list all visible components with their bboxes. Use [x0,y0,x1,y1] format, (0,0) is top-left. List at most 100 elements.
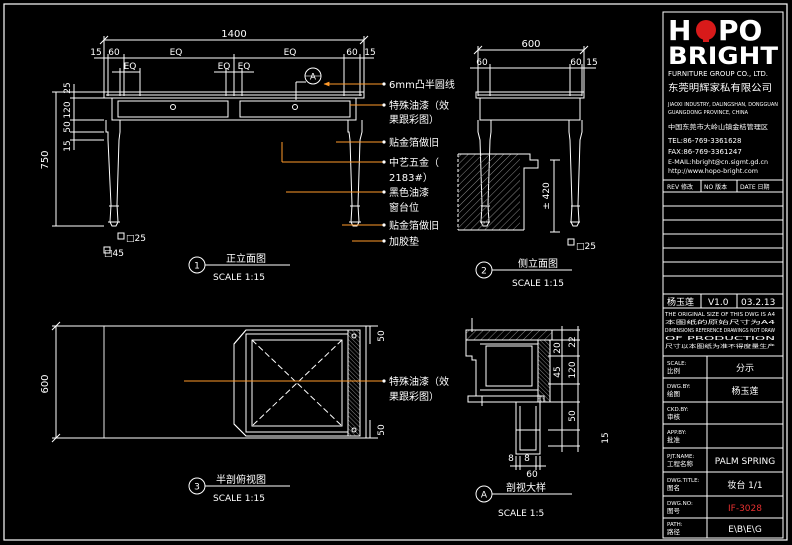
plan-view-title: 半剖俯视图 [216,473,266,486]
notice-line: 本图纸的原始尺寸为A4 [665,319,775,326]
detail-dim-22: 22 [568,336,578,347]
sign-name: 杨玉莲 [667,296,694,308]
callout-gold-leaf-1: 贴金箔做旧 [389,136,439,149]
front-top-dimensions [94,35,374,96]
address-en-2: GUANGDONG PROVINCE, CHINA [668,110,748,116]
detail-dim-45: 45 [553,366,563,377]
website: http://www.hopo-bright.com [668,168,758,175]
dim-25: 25 [63,82,73,93]
dim-left-b: 60 [108,48,120,58]
sheet-border [3,3,788,541]
field-value: 分示 [736,363,754,374]
plan-callout-paint-2: 果跟彩图） [389,391,439,403]
field-value: 杨玉莲 [731,385,758,397]
dim-eq-small-c: EQ [238,62,251,72]
section-detail-text: 22 20 120 45 50 15 8 8 60 A 剖视大样 SCALE 1… [481,336,611,519]
rev-header-no: NO 版本 [704,183,727,191]
side-dim-left: 60 [476,58,488,68]
field-label-cn: 比例 [667,366,680,375]
company-name-cn: 东莞明辉家私有限公司 [668,82,772,94]
detail-dim-50: 50 [568,410,578,422]
section-letter-a: A [310,73,317,83]
callout-half-round-line: 6mm凸半圆线 [389,78,455,91]
dim-120: 120 [63,101,73,118]
callout-window-position: 窗台位 [389,201,419,214]
logo-letter-h: H [668,14,691,47]
plan-dim-bottom: 50 [377,424,387,436]
field-label-cn: 审核 [667,412,681,421]
detail-dim-120: 120 [568,361,578,378]
plan-view-text: 600 50 50 特殊油漆（效 果跟彩图） 3 半剖俯视图 SCALE 1:1… [40,330,449,504]
section-detail [465,318,580,503]
field-label-en: DWG.BY: [667,384,691,390]
side-view [457,45,596,279]
side-view-scale: SCALE 1:15 [512,279,564,289]
section-cut-marker [295,67,322,100]
front-leader-lines [281,81,384,242]
dim-left-a: 15 [90,48,101,58]
field-label-en: CKD.BY: [667,407,689,413]
plan-section-half [233,329,361,437]
field-value: IF-3028 [728,504,762,514]
field-label-cn: 绘图 [667,389,680,398]
title-fields: SCALE:比例 分示 DWG.BY:绘图 杨玉莲 CKD.BY:审核 APP.BY:批准… [667,361,775,536]
front-left-dimensions [52,84,104,227]
field-label-en: APP.BY: [667,430,686,436]
address-en-1: JIAOXI INDUSTRY, DALINGSHAN, DONGGUAN [667,102,778,108]
dim-right-b: 60 [346,48,358,58]
view-number-3: 3 [194,483,200,493]
title-block [662,11,784,539]
logo-bright: BRIGHT [668,42,779,70]
field-label-cn: 路径 [667,527,681,536]
side-dim-height: ± 420 [542,182,552,210]
field-label-cn: 图号 [667,507,681,515]
callout-black-paint: 黑色油漆 [389,186,429,199]
plan-dim-top: 50 [377,330,387,342]
detail-dim-60: 60 [526,470,538,480]
field-label-en: SCALE: [667,361,687,367]
dim-eq-small-a: EQ [124,62,137,72]
front-view [52,35,386,274]
front-table-outline [103,91,365,254]
section-detail-title: 剖视大样 [506,481,546,494]
logo-letters-po: PO [718,14,762,47]
logo-red-dot [696,20,716,40]
notice-line: THE ORIGINAL SIZE OF THIS DWG IS A4 [664,312,775,318]
foot-size-right: □25 [126,234,146,244]
notice-line: OF PRODUCTION [665,336,776,342]
callout-special-paint-2: 果跟彩图） [389,114,439,126]
field-label-en: DWG.NO: [667,501,693,507]
tel: TEL:86-769-3361628 [667,137,741,145]
company-info: FURNITURE GROUP CO., LTD. 东莞明辉家私有限公司 JIA… [667,70,778,308]
field-label-cn: 批准 [667,435,681,444]
address-cn: 中国东莞市大岭山镇金桔管理区 [668,122,769,131]
plan-view-scale: SCALE 1:15 [213,494,265,504]
callout-hardware-2: 2183#） [389,172,433,184]
plan-dim-depth: 600 [40,374,51,393]
dim-right-a: 15 [364,48,375,58]
rev-header-rev: REV 修改 [667,183,693,191]
side-wall-section [457,153,539,231]
dim-50: 50 [63,121,73,133]
foot-size-left: □45 [104,249,124,259]
detail-dim-20: 20 [553,342,563,354]
front-view-scale: SCALE 1:15 [213,273,265,283]
company-name-en: FURNITURE GROUP CO., LTD. [668,70,768,78]
dim-eq-2: EQ [284,48,297,58]
field-value: PALM SPRING [715,457,775,467]
plan-callout-paint-1: 特殊油漆（效 [389,375,449,388]
plan-view [51,321,386,495]
dim-eq-small-b: EQ [218,62,231,72]
section-detail-scale: SCALE 1:5 [498,509,544,519]
dim-15: 15 [63,140,73,151]
dim-eq-1: EQ [170,48,183,58]
view-number-2: 2 [481,267,487,277]
detail-dim-8-b: 8 [524,454,530,464]
fax: FAX:86-769-3361247 [668,148,742,156]
detail-dim-15: 15 [601,432,611,443]
dim-total-height: 750 [40,150,51,169]
side-foot-size: □25 [576,242,596,252]
front-view-text: 1400 15 60 EQ EQ 60 15 EQ EQ EQ 750 25 1… [40,29,455,283]
side-view-title: 侧立面图 [518,257,558,270]
